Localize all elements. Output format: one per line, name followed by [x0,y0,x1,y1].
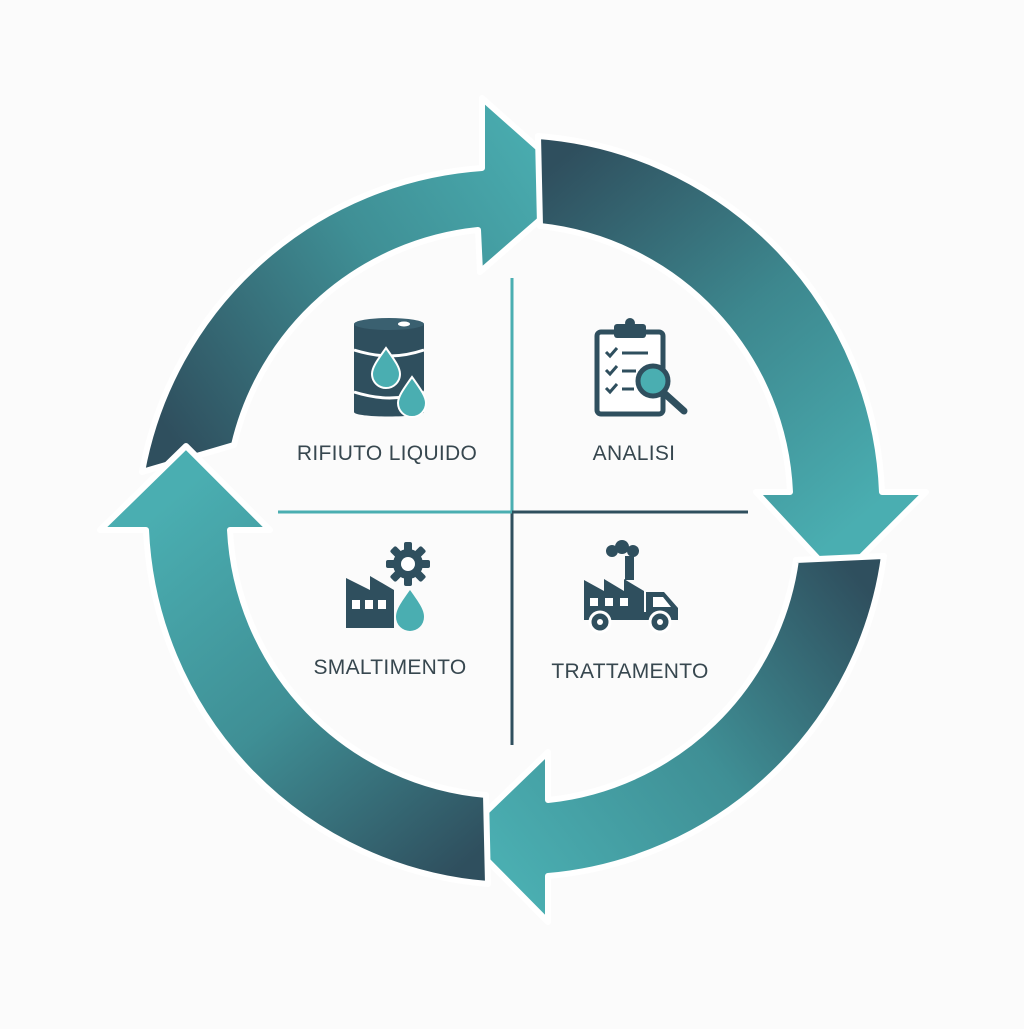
oil-barrel-drops-icon [353,318,428,418]
factory-truck-icon [584,540,678,634]
quadrant-label-analisi: ANALISI [592,442,676,465]
cycle-arrow-bottom [459,553,887,925]
quadrant-label-rifiuto-liquido: RIFIUTO LIQUIDO [296,442,478,465]
cycle-arrow-right [535,133,929,583]
factory-gear-drop-icon [346,542,430,631]
quadrant-label-smaltimento: SMALTIMENTO [313,656,467,679]
cycle-arrow-top [139,95,583,475]
clipboard-magnifier-icon [594,318,688,417]
quadrant-dividers [278,278,748,745]
cycle-arrow-left [97,443,491,887]
quadrant-label-trattamento: TRATTAMENTO [551,660,709,683]
